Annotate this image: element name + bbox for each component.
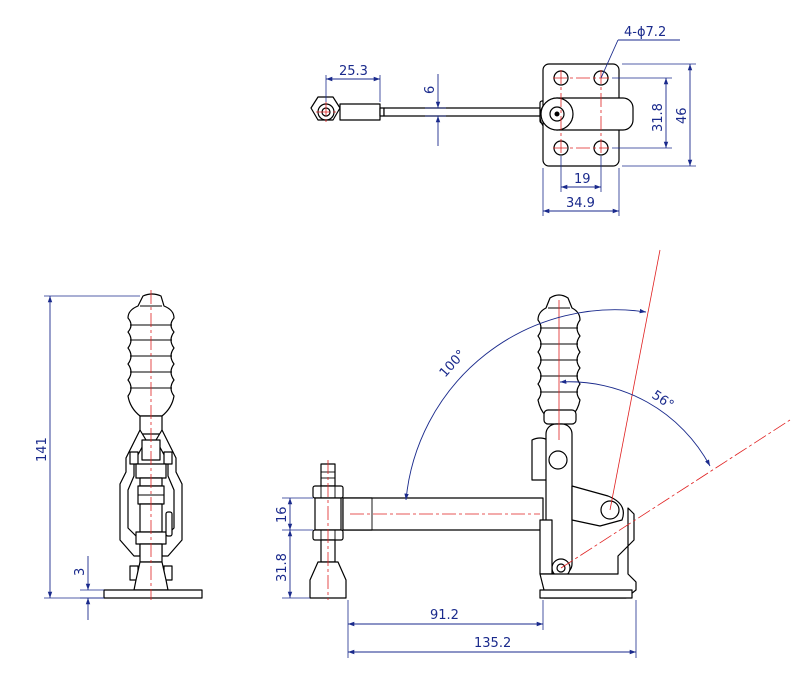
dim-base-to-arm-height: 31.8 [275, 553, 290, 582]
side-view-left: 141 3 [35, 290, 203, 620]
dim-hole-spec: 4-ϕ7.2 [624, 25, 666, 40]
top-view: 25.3 6 4-ϕ7.2 31.8 46 19 34.9 [310, 25, 696, 216]
dim-base-width-vertical: 46 [675, 107, 690, 124]
front-view: 16 31.8 91.2 135.2 100° 56° [275, 249, 791, 658]
clamp-body-front [531, 423, 637, 599]
spindle-foot-left [103, 561, 203, 599]
dim-open-angle-handle: 56° [649, 388, 676, 413]
arm-bar-top [383, 107, 543, 117]
base-plate-top [540, 63, 634, 167]
spindle-end-top [310, 96, 385, 121]
dim-arm-length: 91.2 [430, 608, 459, 623]
dim-arm-reach-top: 25.3 [339, 64, 368, 79]
dim-open-angle-bar: 100° [437, 347, 469, 380]
dim-base-thickness: 3 [73, 568, 88, 576]
dim-hole-spacing-vertical: 31.8 [651, 103, 666, 132]
dim-base-width-horizontal: 34.9 [566, 196, 595, 211]
dim-spindle-offset-height: 16 [275, 506, 290, 523]
dim-hole-spacing-horizontal: 19 [574, 172, 591, 187]
dim-overall-length: 135.2 [474, 636, 511, 651]
dim-arm-thickness-top: 6 [423, 86, 438, 94]
dim-overall-height: 141 [35, 437, 50, 462]
